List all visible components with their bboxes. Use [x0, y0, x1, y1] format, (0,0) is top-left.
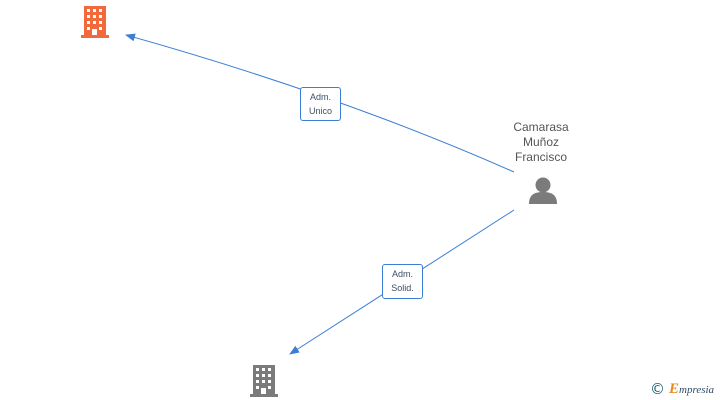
edge-label-line: Adm.: [391, 269, 413, 279]
brand-initial: E: [669, 380, 680, 397]
edge-label-line: Solid.: [391, 283, 414, 293]
empresia-watermark: © Empresia: [650, 380, 714, 398]
edge-label-line: Adm.: [309, 92, 331, 102]
person-name-line: Francisco: [514, 150, 567, 164]
building-icon[interactable]: [81, 6, 109, 38]
person-name-line: Muñoz: [522, 135, 560, 149]
brand-rest: mpresia: [679, 383, 715, 396]
copyright-symbol: ©: [650, 380, 665, 398]
edge-label-adm-unico[interactable]: Adm. Unico: [300, 87, 341, 121]
edge-label-adm-solid[interactable]: Adm. Solid.: [382, 264, 423, 299]
building-icon[interactable]: [250, 365, 278, 397]
person-name-line: Camarasa: [513, 120, 569, 134]
empresia-logo: Empresia: [669, 381, 714, 398]
person-icon[interactable]: [529, 177, 557, 205]
person-name[interactable]: Camarasa Muñoz Francisco: [491, 120, 591, 165]
edge-label-line: Unico: [308, 106, 332, 116]
